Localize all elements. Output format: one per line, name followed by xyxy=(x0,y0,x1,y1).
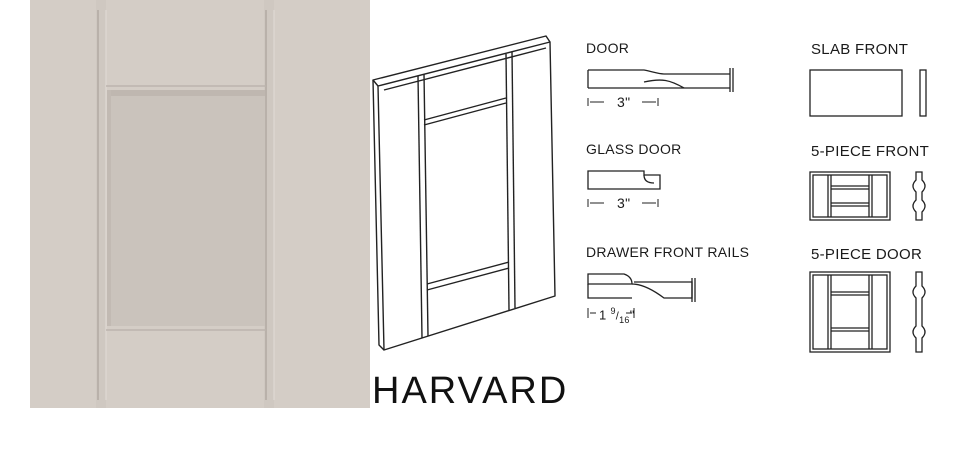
drawer-front-rails-dimension: 1 9/16" xyxy=(599,306,635,325)
drawer-front-rails-profile-drawing xyxy=(587,273,696,318)
drawer-front-rails-label: DRAWER FRONT RAILS xyxy=(586,244,750,260)
door-profile-dimension: 3" xyxy=(617,94,631,110)
dimension-unit: " xyxy=(629,307,635,323)
product-name: HARVARD xyxy=(372,370,569,412)
five-piece-door-label: 5-PIECE DOOR xyxy=(811,246,923,263)
door-isometric-drawing xyxy=(372,35,556,351)
door-profile-drawing xyxy=(587,68,734,106)
slab-front-label: SLAB FRONT xyxy=(811,41,909,58)
dimension-denominator: 16 xyxy=(619,314,630,325)
glass-door-profile-drawing xyxy=(587,170,661,207)
door-profile-label: DOOR xyxy=(586,40,630,56)
door-photo xyxy=(30,0,370,408)
glass-door-profile-dimension: 3" xyxy=(617,195,631,211)
five-piece-front-label: 5-PIECE FRONT xyxy=(811,143,930,160)
glass-door-profile-label: GLASS DOOR xyxy=(586,141,682,157)
five-piece-front-drawing xyxy=(809,171,926,221)
dimension-numerator: 9 xyxy=(610,306,616,316)
five-piece-door-drawing xyxy=(809,271,926,353)
dimension-whole: 1 xyxy=(599,307,607,323)
slab-front-drawing xyxy=(809,69,927,117)
